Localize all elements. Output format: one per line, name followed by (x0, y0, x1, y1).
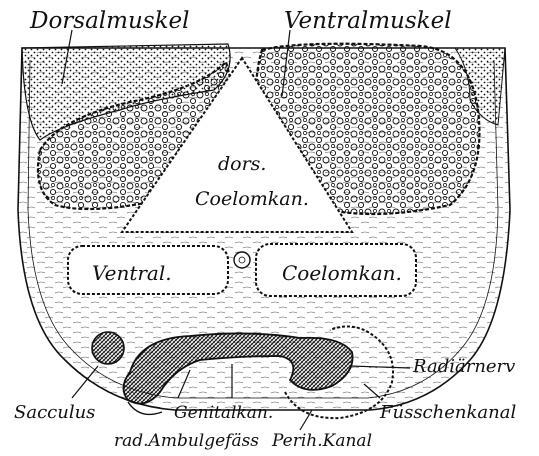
label-perih-kanal: Perih.Kanal (271, 431, 372, 451)
sacculus-body (92, 332, 124, 364)
leader-perih (300, 410, 312, 430)
label-radiaernerv: Radiärnerv (412, 356, 515, 377)
label-dorsalmuskel: Dorsalmuskel (29, 8, 189, 34)
label-genitalkan: Genitalkan. (174, 403, 273, 423)
label-dors: dors. (218, 153, 266, 175)
label-coelomkan-lower: Coelomkan. (282, 261, 402, 285)
label-coelomkan-upper: Coelomkan. (195, 188, 309, 210)
label-fusschenkanal: Füsschenkanal (379, 402, 516, 423)
label-ventralmuskel: Ventralmuskel (284, 8, 452, 34)
central-vessel (234, 252, 250, 268)
label-ventral: Ventral. (92, 261, 172, 285)
label-sacculus: Sacculus (14, 402, 95, 423)
label-rad-ambulgefaess: rad.Ambulgefäss (114, 431, 259, 451)
